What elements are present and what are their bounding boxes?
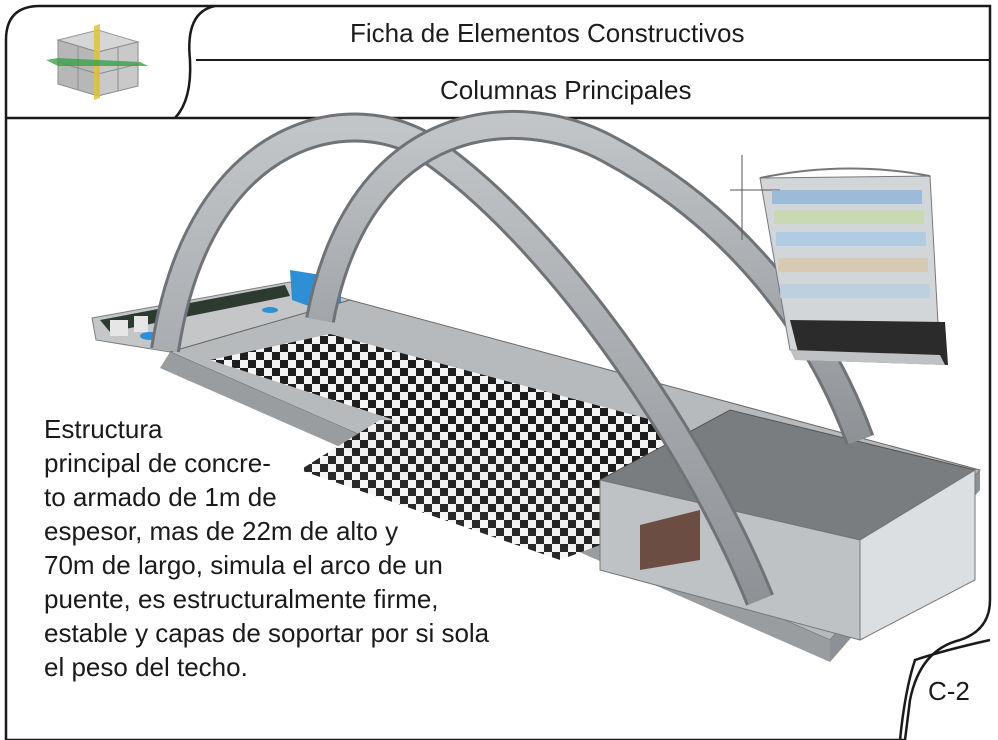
- description-line: el peso del techo.: [44, 652, 248, 682]
- description-line: Estructura: [44, 414, 163, 444]
- sheet-code: C-2: [928, 676, 970, 706]
- description-line: espesor, mas de 22m de alto y: [44, 516, 399, 546]
- description-line: 70m de largo, simula el arco de un: [44, 550, 443, 580]
- description-line: to armado de 1m de: [44, 482, 277, 512]
- description-line: puente, es estructuralmente firme,: [44, 584, 439, 614]
- page-subtitle: Columnas Principales: [440, 75, 692, 105]
- cube-axes-icon: [46, 24, 148, 100]
- page-title: Ficha de Elementos Constructivos: [350, 18, 745, 48]
- structure-model-illustration: [91, 110, 981, 662]
- description-line: estable y capas de soportar por si sola: [44, 618, 490, 648]
- description-text: Estructura principal de concre- to armad…: [44, 412, 604, 684]
- description-line: principal de concre-: [44, 448, 271, 478]
